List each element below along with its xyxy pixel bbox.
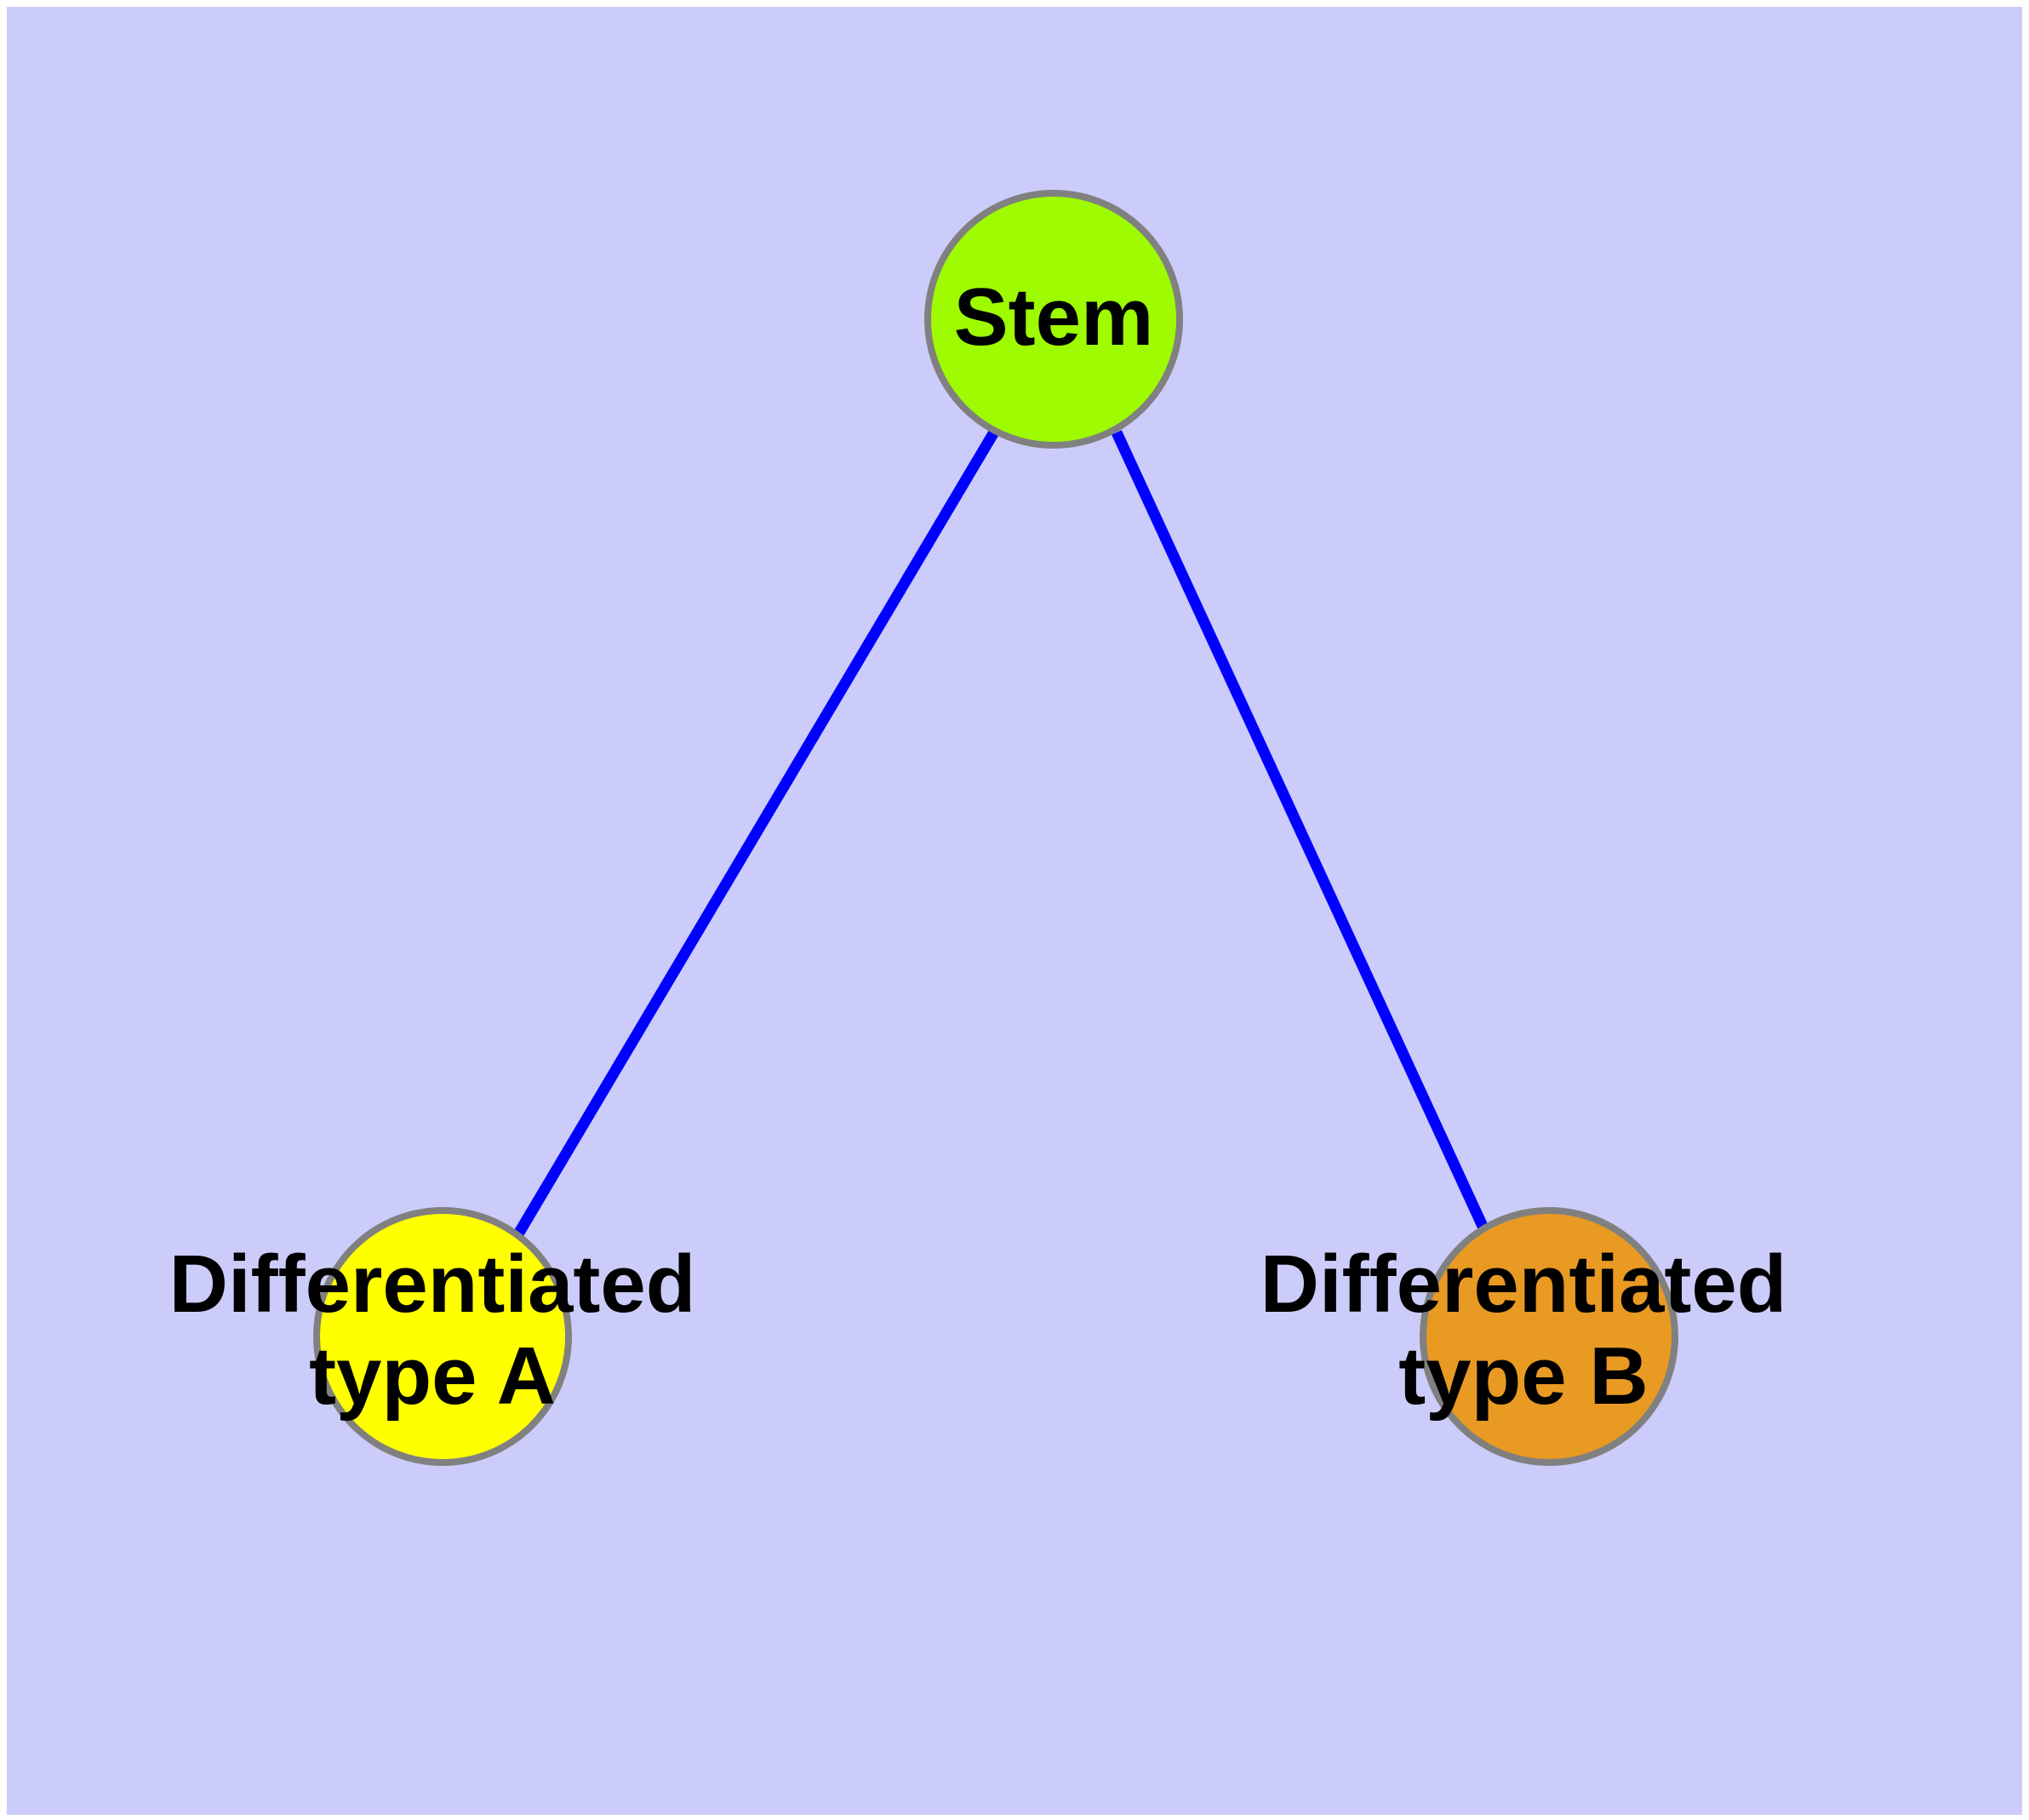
graph-edge-stem-to-diff-b[interactable] — [1112, 430, 1491, 1236]
graph-node-label-line: type A — [309, 1331, 556, 1422]
graph-node-diff_b[interactable] — [1420, 1207, 1678, 1466]
nodes-layer — [313, 190, 1678, 1466]
edges-layer — [512, 427, 1491, 1240]
graph-node-stem[interactable] — [924, 190, 1183, 449]
graph-node-diff_a[interactable] — [313, 1207, 572, 1466]
graph-node-label-line: Stem — [954, 272, 1154, 363]
graph-node-label-line: type B — [1398, 1331, 1648, 1422]
graph-node-label-line: Differentiated — [1260, 1239, 1787, 1331]
graph-node-label-stem: Stem — [954, 272, 1154, 363]
graph-node-label-line: Differentiated — [169, 1239, 696, 1331]
graph-edge-stem-to-diff-a[interactable] — [512, 427, 1000, 1240]
